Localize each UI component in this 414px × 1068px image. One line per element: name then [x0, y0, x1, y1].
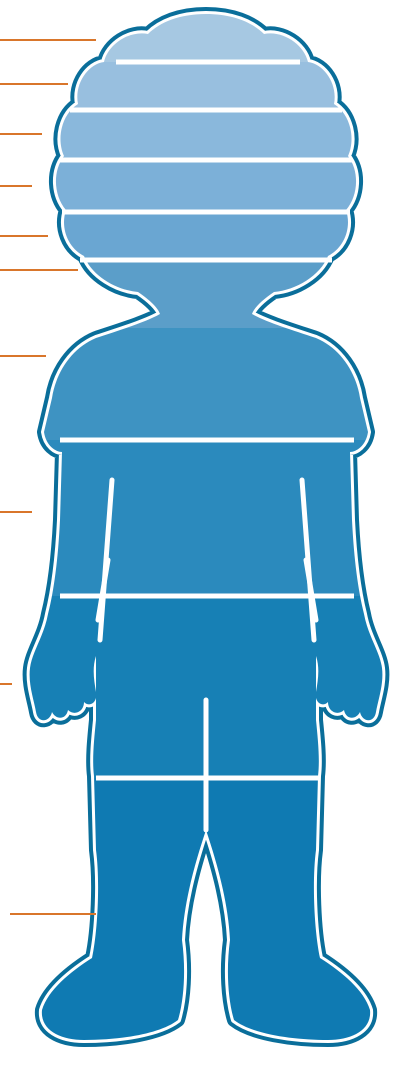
body-section-7	[0, 328, 414, 440]
body-section-2	[0, 62, 414, 110]
